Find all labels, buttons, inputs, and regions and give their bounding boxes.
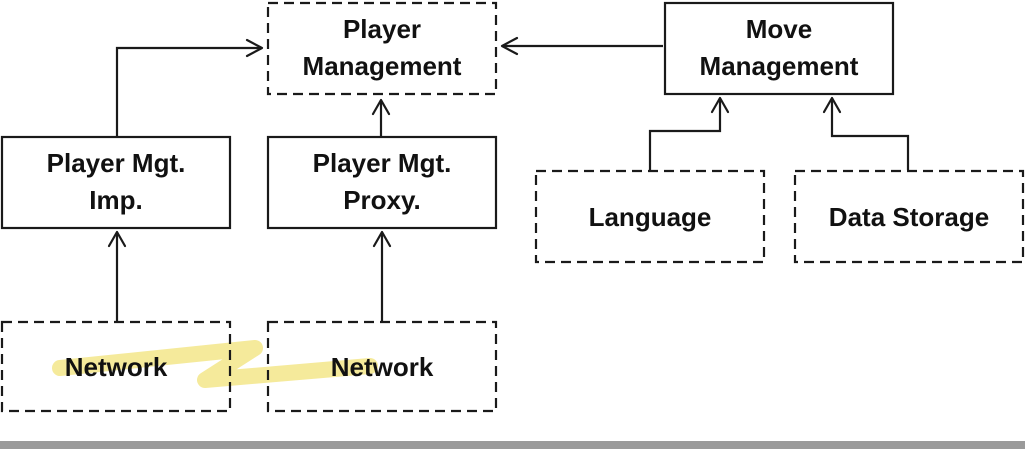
node-player-mgt-imp: Player Mgt. Imp. (0, 135, 232, 230)
node-network-right: Network (266, 320, 498, 413)
node-network-left: Network (0, 320, 232, 413)
arrowhead-into-move-management-from-data-storage (822, 96, 842, 114)
node-player-mgt-proxy: Player Mgt. Proxy. (266, 135, 498, 230)
node-network-left-label: Network (65, 352, 168, 382)
arrowhead-into-move-management-from-language (710, 96, 730, 114)
node-move-management: Move Management (663, 1, 895, 96)
node-network-left-box (0, 320, 232, 413)
arrowhead-into-player-mgt-proxy (372, 230, 392, 248)
edge-player-mgt-imp-to-player-management (115, 46, 262, 136)
node-language-box (534, 169, 766, 264)
node-network-right-label: Network (331, 352, 434, 382)
arrowhead-into-player-mgt-imp (107, 230, 127, 248)
node-player-management-box (266, 1, 498, 96)
node-data-storage-label: Data Storage (829, 202, 989, 232)
edge-data-storage-to-move-management (830, 98, 910, 170)
node-language: Language (534, 169, 766, 264)
node-player-management-line-2: Management (303, 51, 462, 81)
node-player-management-line-1: Player (343, 14, 421, 44)
node-player-mgt-proxy-line-2: Proxy. (343, 185, 421, 215)
node-data-storage: Data Storage (793, 169, 1025, 264)
node-player-mgt-imp-box (0, 135, 232, 230)
node-move-management-line-2: Management (700, 51, 859, 81)
arrowhead-into-player-management-right (500, 36, 519, 56)
node-player-mgt-proxy-line-1: Player Mgt. (313, 148, 452, 178)
node-data-storage-box (793, 169, 1025, 264)
node-network-right-box (266, 320, 498, 413)
arrowhead-into-player-management-bottom (371, 98, 391, 116)
node-language-label: Language (589, 202, 712, 232)
node-move-management-box (663, 1, 895, 96)
node-player-mgt-imp-line-2: Imp. (89, 185, 142, 215)
node-player-mgt-proxy-box (266, 135, 498, 230)
node-player-mgt-imp-line-1: Player Mgt. (47, 148, 186, 178)
footer-bar (0, 441, 1025, 449)
arrowhead-into-player-management-left (245, 38, 264, 58)
network-link-zigzag (52, 340, 378, 388)
node-player-management: Player Management (266, 1, 498, 96)
edge-language-to-move-management (648, 98, 722, 170)
node-move-management-line-1: Move (746, 14, 812, 44)
